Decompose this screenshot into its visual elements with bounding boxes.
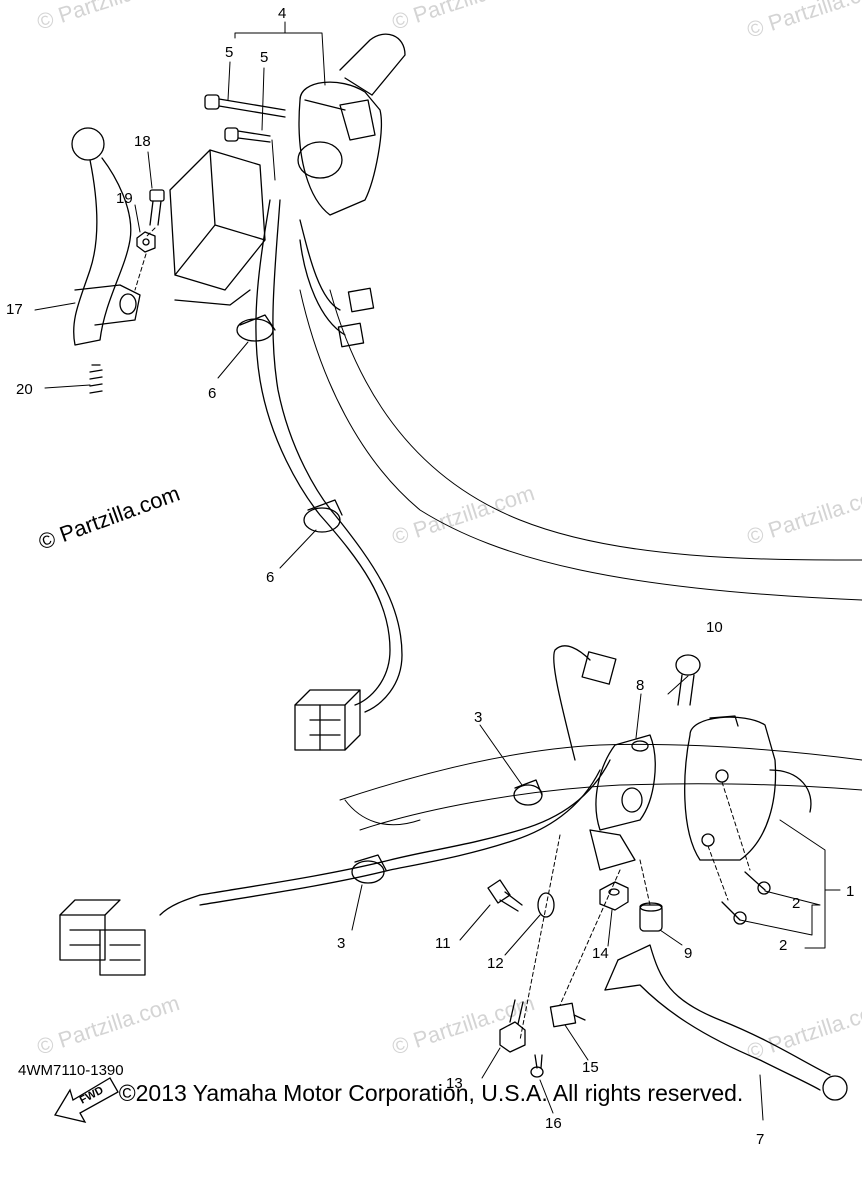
clamp-3-lower (351, 854, 387, 884)
callout-3: 3 (337, 935, 345, 952)
callout-5: 5 (225, 44, 233, 61)
callout-2: 2 (792, 895, 800, 912)
screw-5-lower (224, 127, 271, 143)
bolt-11 (487, 879, 523, 912)
callout-5: 5 (260, 49, 268, 66)
watermark: © Partzilla.com (744, 995, 862, 1065)
callout-12: 12 (487, 955, 504, 972)
right-coupler (59, 899, 146, 976)
callout-20: 20 (16, 381, 33, 398)
nut-14 (599, 881, 629, 911)
clamp-6-upper (236, 314, 276, 342)
screw-2-upper (744, 871, 771, 895)
callout-2: 2 (779, 937, 787, 954)
watermark-dark: © Partzilla.com (35, 481, 183, 555)
callout-7: 7 (756, 1131, 764, 1148)
screw-16 (530, 1054, 544, 1078)
left-wire-harness (255, 199, 403, 713)
bolt-10 (675, 654, 701, 706)
bolt-18 (149, 189, 165, 226)
callout-3: 3 (474, 709, 482, 726)
right-wire-harness (159, 645, 617, 916)
callout-16: 16 (545, 1115, 562, 1132)
watermark: © Partzilla.com (389, 0, 538, 35)
assembly-lines (134, 227, 751, 1041)
left-grip (339, 33, 406, 96)
watermark: © Partzilla.com (744, 0, 862, 43)
callout-6: 6 (208, 385, 216, 402)
right-handlebar-switch (684, 715, 812, 861)
callout-14: 14 (592, 945, 609, 962)
handlebar-outline (299, 289, 862, 831)
fwd-arrow-icon: FWD (53, 1077, 119, 1123)
brake-switch-15 (549, 1002, 586, 1028)
callout-13: 13 (446, 1075, 463, 1092)
watermark: © Partzilla.com (744, 480, 862, 550)
callout-18: 18 (134, 133, 151, 150)
copyright-notice: ©2013 Yamaha Motor Corporation, U.S.A. A… (118, 1080, 744, 1106)
callout-8: 8 (636, 677, 644, 694)
callout-numbers: 1 2 2 3 3 4 5 5 6 6 7 8 9 10 11 12 13 14… (6, 5, 854, 1148)
callout-17: 17 (6, 301, 23, 318)
collar-9 (639, 902, 663, 932)
left-coupler (294, 689, 361, 751)
callout-10: 10 (706, 619, 723, 636)
callout-4: 4 (278, 5, 286, 22)
callout-15: 15 (582, 1059, 599, 1076)
callout-11: 11 (435, 935, 451, 952)
part-code: 4WM7110-1390 (18, 1062, 124, 1079)
callout-9: 9 (684, 945, 692, 962)
nut-19 (136, 231, 156, 253)
watermarks-faint: © Partzilla.com © Partzilla.com © Partzi… (34, 0, 862, 1065)
callout-6: 6 (266, 569, 274, 586)
clamp-6-lower (303, 499, 343, 533)
watermark: © Partzilla.com (34, 990, 183, 1060)
washer-12 (537, 892, 555, 918)
left-handlebar-switch (297, 81, 382, 216)
watermark: © Partzilla.com (34, 0, 183, 35)
brake-lever-holder (589, 734, 656, 871)
leader-lines (34, 21, 841, 1121)
callout-1: 1 (846, 883, 854, 900)
brake-lever (604, 944, 848, 1101)
bolt-13 (499, 999, 526, 1053)
spring-20 (89, 364, 103, 394)
callout-19: 19 (116, 190, 133, 207)
screw-5-upper (204, 94, 286, 118)
clutch-lever (71, 127, 141, 346)
screw-2-lower (721, 901, 747, 925)
clutch-holder (169, 149, 266, 306)
